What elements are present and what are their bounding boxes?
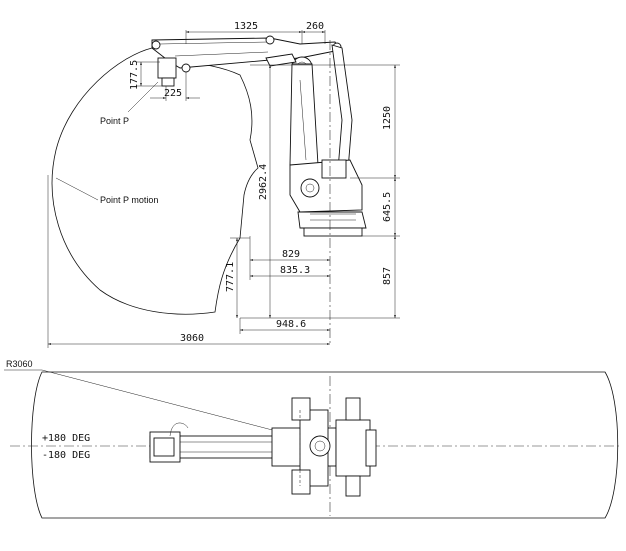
top-reach-envelope [31,371,619,519]
label-r3060: R3060 [6,359,33,369]
dim-777-1: 777.1 [225,262,236,292]
dim-645-5: 645.5 [382,192,393,222]
dim-835-3: 835.3 [280,265,310,276]
dim-3060: 3060 [180,333,204,344]
dim-177-5: 177.5 [129,60,140,90]
label-plus-180: +180 DEG [42,433,90,444]
label-minus-180: -180 DEG [42,450,90,461]
side-view: 1325 260 177.5 225 Point P Point P motio… [47,21,400,348]
top-view: R3060 +180 DEG -180 DEG [4,359,622,519]
label-point-p: Point P [100,116,129,126]
dim-1325: 1325 [234,21,258,32]
dim-829: 829 [282,249,300,260]
label-point-p-motion: Point P motion [100,195,158,205]
dim-260: 260 [306,21,324,32]
dim-857: 857 [382,267,393,285]
motion-envelope [51,47,259,315]
robot-arm-top [149,397,377,497]
dim-2962-4: 2962.4 [258,164,269,200]
robot-arm-side [151,35,367,237]
dim-1250: 1250 [382,106,393,130]
dim-948-6: 948.6 [276,319,306,330]
dim-225: 225 [164,88,182,99]
